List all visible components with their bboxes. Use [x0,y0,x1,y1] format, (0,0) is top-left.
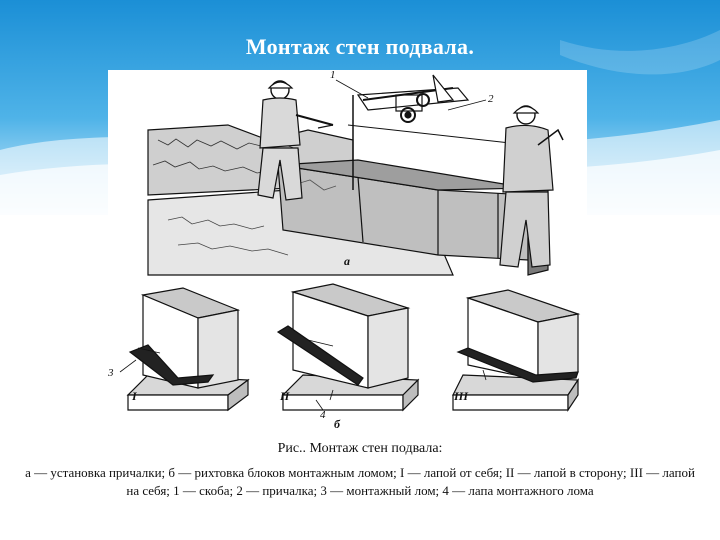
illustration-bottom [119,283,581,412]
callout-3-label: 3 [108,367,114,379]
callout-2-label: 2 [488,93,494,105]
callout-4-label: 4 [320,409,326,421]
method-1-label: I [131,389,138,403]
figure-caption: Рис.. Монтаж стен подвала: а — установка… [20,440,700,500]
slide-title: Монтаж стен подвала. [245,34,475,59]
method-2-label: II [279,389,291,403]
panel-b-label: б [334,417,341,430]
caption-title: Рис.. Монтаж стен подвала: [277,441,443,456]
callout-1-label: 1 [330,70,336,81]
caption-text: а — установка причалки; б — рихтовка бло… [25,465,695,498]
method-3-label: III [453,389,469,403]
figure: 1 2 а [108,70,587,430]
block-method-3 [452,289,581,412]
block-method-1 [126,287,250,412]
panel-a-label: а [344,254,350,268]
illustration-top [147,70,587,276]
block-method-2 [276,283,420,412]
figure-drawing: 1 2 а [108,70,587,430]
